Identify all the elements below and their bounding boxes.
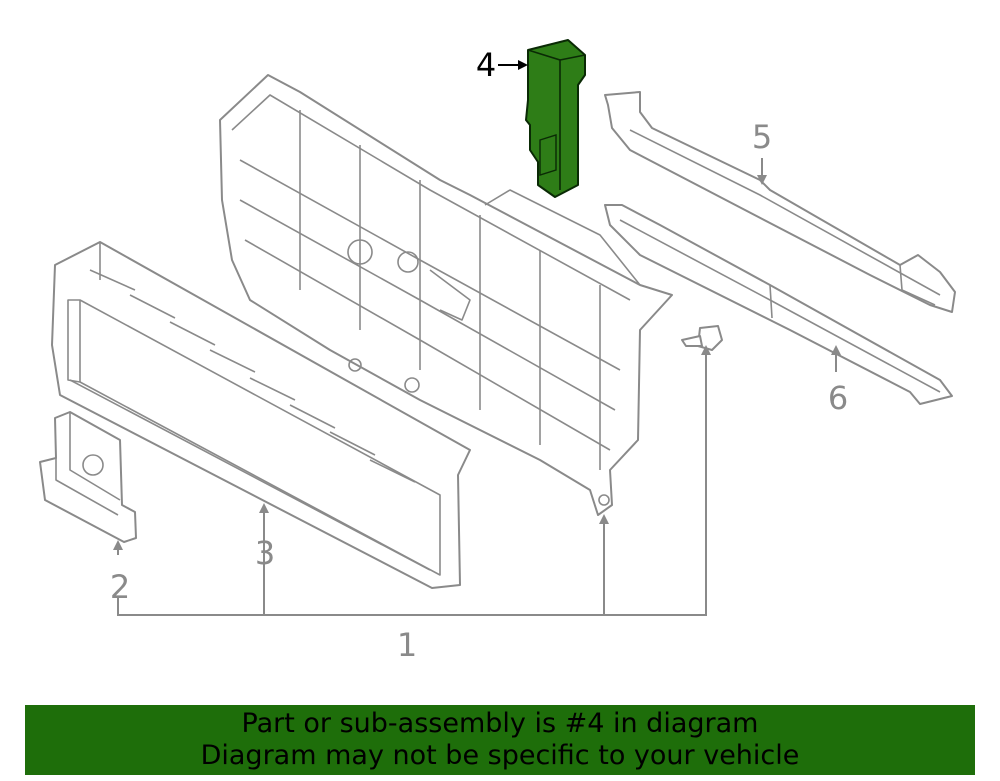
banner-line-2: Diagram may not be specific to your vehi… (200, 740, 800, 771)
callout-6: 6 (828, 379, 848, 417)
screw-icon (681, 325, 723, 351)
support-rail-part-6[interactable] (604, 204, 953, 405)
grille-frame[interactable] (219, 74, 673, 516)
callout-2: 2 (110, 568, 130, 606)
grille-surround-part-3[interactable] (51, 241, 471, 589)
callout-4: 4 (476, 46, 496, 84)
parts-diagram: 1 2 3 4 5 6 (39, 39, 956, 664)
support-rail-part-5[interactable] (604, 91, 956, 313)
bracket-part-2[interactable] (39, 411, 137, 543)
banner-line-1: Part or sub-assembly is #4 in diagram (241, 708, 759, 739)
callout-5: 5 (752, 118, 772, 156)
arrow-icon (113, 60, 841, 550)
callout-1: 1 (397, 626, 417, 664)
highlighted-bracket-part-4[interactable] (525, 39, 586, 198)
callout-3: 3 (255, 534, 275, 572)
part-info-banner: Part or sub-assembly is #4 in diagram Di… (25, 705, 975, 775)
